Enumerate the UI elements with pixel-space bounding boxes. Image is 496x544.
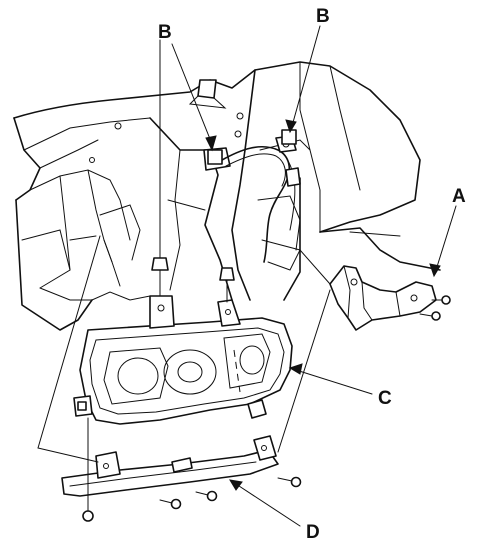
callout-b-left: B	[158, 22, 172, 43]
callout-a: A	[452, 186, 466, 207]
callout-b-right: B	[316, 6, 330, 27]
callout-d: D	[306, 522, 320, 543]
fasteners	[77, 129, 451, 522]
bracket-a	[329, 265, 437, 331]
vehicle-body	[13, 61, 441, 331]
headlight-unit	[73, 295, 293, 425]
callout-c: C	[378, 388, 392, 409]
assembly-lines	[37, 39, 401, 497]
lower-bracket-d	[61, 435, 279, 497]
leader-arrows	[171, 25, 457, 527]
